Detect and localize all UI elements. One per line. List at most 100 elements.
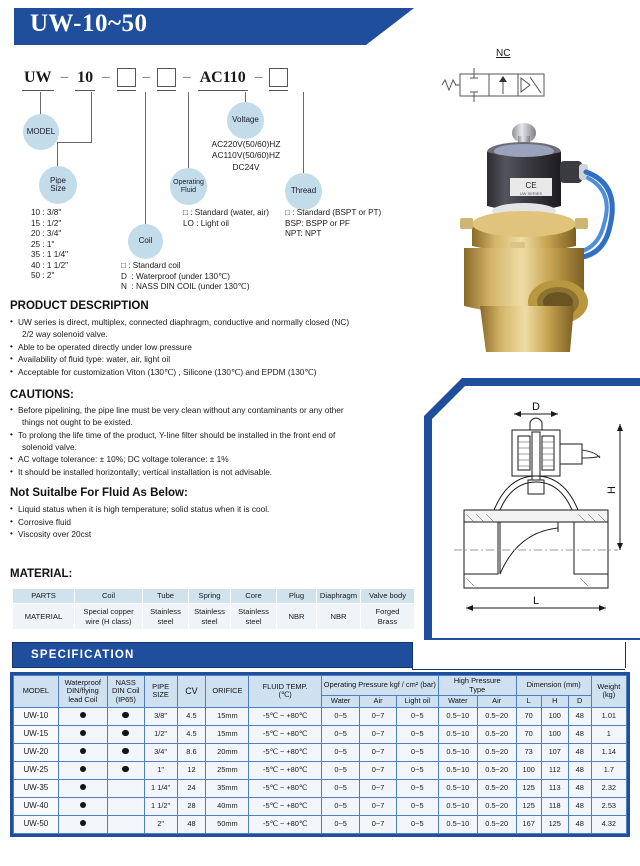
cell-cv: 24 <box>176 778 207 798</box>
code-segment-voltage: AC110 <box>197 68 249 91</box>
cell-pipe-size: 2" <box>143 814 178 834</box>
cell-nass-mark <box>106 706 145 726</box>
cell-orifice: 40mm <box>205 796 250 816</box>
filled-circle-icon <box>79 783 86 791</box>
filled-circle-icon <box>122 711 129 719</box>
col-weight: Weight (kg) <box>590 675 628 708</box>
material-value-core: Stainless steel <box>230 603 277 630</box>
col-orifice: ORIFICE <box>205 675 250 708</box>
cell-model: UW-20 <box>13 742 59 762</box>
cell-hp-water: 0.5~10 <box>437 796 478 816</box>
voltage-option-list: AC220V(50/60)HZ AC110V(50/60)HZ DC24V <box>211 139 281 172</box>
material-value-diaphragm: NBR <box>316 603 361 630</box>
cell-cv: 28 <box>176 796 207 816</box>
cell-cv: 12 <box>176 760 207 780</box>
thread-option-list: □ : Standard (BSPT or PT) BSP: BSPP or P… <box>285 208 382 238</box>
col-dim-d: D <box>567 695 592 708</box>
list-item: To prolong the life time of the product,… <box>10 428 408 453</box>
page-title: UW-10~50 <box>30 10 148 37</box>
bubble-coil: Coil <box>128 224 163 259</box>
cell-d: 48 <box>567 742 592 762</box>
col-op-air: Air <box>359 695 397 708</box>
cell-air: 0~7 <box>359 742 397 762</box>
filled-circle-icon <box>79 765 86 773</box>
col-dim-h: H <box>540 695 569 708</box>
cell-fluid-temp: -5℃ ~ +80℃ <box>248 760 322 780</box>
cell-water: 0~5 <box>320 760 361 780</box>
bubble-thread: Thread <box>285 173 322 210</box>
cell-fluid-temp: -5℃ ~ +80℃ <box>248 796 322 816</box>
bubble-thread-label: Thread <box>290 186 317 196</box>
col-op-light-oil: Light oil <box>395 695 439 708</box>
fluid-option-list: □ : Standard (water, air) LO : Light oil <box>183 208 269 228</box>
cell-pipe-size: 1/2" <box>143 724 178 744</box>
cell-air: 0~7 <box>359 796 397 816</box>
col-hp-air: Air <box>476 695 517 708</box>
cell-h: 112 <box>540 760 569 780</box>
cell-h: 100 <box>540 724 569 744</box>
cell-water: 0~5 <box>320 796 361 816</box>
cell-hp-water: 0.5~10 <box>437 742 478 762</box>
cell-h: 118 <box>540 796 569 816</box>
leader-line-coil <box>145 92 146 224</box>
cell-l: 73 <box>515 742 542 762</box>
product-description-list: UW series is direct, multiplex, connecte… <box>10 315 408 379</box>
material-col-diaphragm: Diaphragm <box>316 588 361 604</box>
list-item: It should be installed horizontally; ver… <box>10 465 408 478</box>
leader-line-model <box>40 92 41 114</box>
nc-valve-schematic-symbol <box>441 68 545 102</box>
cell-nass-mark <box>106 760 145 780</box>
caution-line-1: Before pipelining, the pipe line must be… <box>18 405 344 415</box>
cell-waterproof-mark <box>57 796 108 816</box>
cell-hp-water: 0.5~10 <box>437 706 478 726</box>
dimension-label-h: H <box>606 486 618 494</box>
cell-weight: 1.7 <box>590 760 628 780</box>
caution-line-3: To prolong the life time of the product,… <box>18 429 336 440</box>
filled-circle-icon <box>122 747 129 755</box>
cautions-list: Before pipelining, the pipe line must be… <box>10 403 408 479</box>
leader-line-pipe-v <box>57 142 58 166</box>
cell-air: 0~7 <box>359 814 397 834</box>
cell-orifice: 25mm <box>205 760 250 780</box>
code-segment-fluid-box <box>157 68 177 91</box>
leader-line-voltage <box>245 92 246 102</box>
filled-circle-icon <box>122 729 129 737</box>
cell-hp-air: 0.5~20 <box>476 796 517 816</box>
cell-hp-water: 0.5~10 <box>437 724 478 744</box>
material-value-coil: Special copper wire (H class) <box>74 603 143 630</box>
filled-circle-icon <box>79 747 86 755</box>
cell-weight: 1.14 <box>590 742 628 762</box>
col-nass: NASS DIN Coil (IP65) <box>106 675 145 708</box>
code-dash: – <box>102 69 110 85</box>
col-waterproof: Waterproof DIN/flying lead Coil <box>57 675 108 708</box>
cell-pipe-size: 1 1/2" <box>143 796 178 816</box>
table-row-header: MODEL Waterproof DIN/flying lead Coil NA… <box>13 674 628 708</box>
model-coding-diagram: UW – 10 – – – AC110 – MODEL Pipe Size Co… <box>0 56 420 296</box>
cell-cv: 4.5 <box>176 724 207 744</box>
bubble-voltage: Voltage <box>227 102 264 139</box>
material-table: PARTS Coil Tube Spring Core Plug Diaphra… <box>12 588 415 630</box>
list-item: Availability of fluid type: water, air, … <box>10 352 408 365</box>
material-heading: MATERIAL: <box>10 568 73 580</box>
material-value-tube: Stainless steel <box>142 603 189 630</box>
col-dim-l: L <box>515 695 542 708</box>
cell-air: 0~7 <box>359 760 397 780</box>
list-item: Before pipelining, the pipe line must be… <box>10 403 408 428</box>
code-dash: – <box>60 69 69 85</box>
cell-l: 70 <box>515 724 542 744</box>
nc-symbol-label: NC <box>496 48 511 59</box>
valve-cross-section-drawing: D H L <box>454 401 623 611</box>
bubble-pipe-size-label: Pipe Size <box>49 175 66 193</box>
cell-fluid-temp: -5℃ ~ +80℃ <box>248 706 322 726</box>
col-hp-water: Water <box>437 695 478 708</box>
cell-orifice: 35mm <box>205 778 250 798</box>
cell-air: 0~7 <box>359 724 397 744</box>
list-item: Viscosity over 20cst <box>10 527 408 540</box>
code-segment-pipe-size: 10 <box>75 68 96 91</box>
cell-waterproof-mark <box>57 760 108 780</box>
cell-d: 48 <box>567 760 592 780</box>
specification-table: MODEL Waterproof DIN/flying lead Coil NA… <box>13 674 628 834</box>
